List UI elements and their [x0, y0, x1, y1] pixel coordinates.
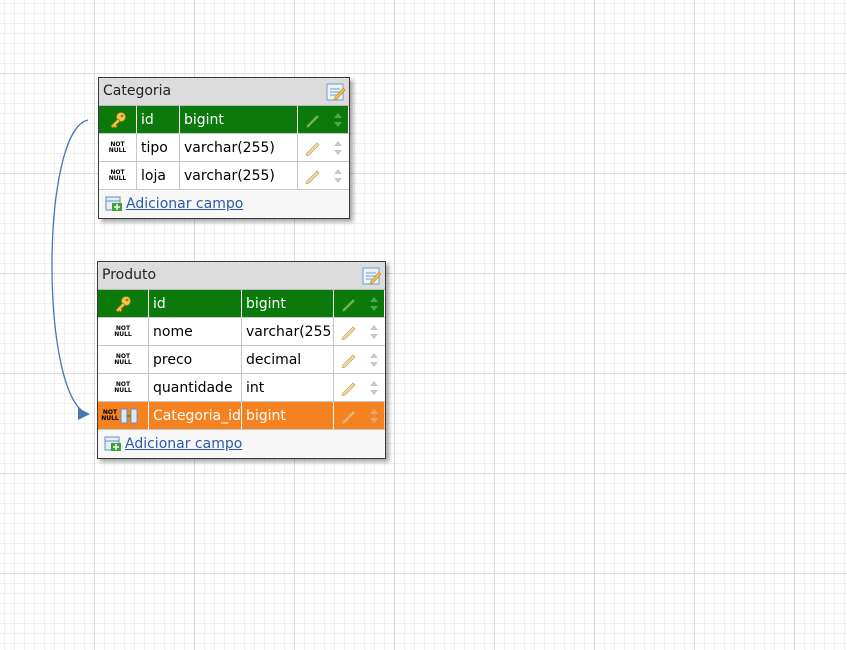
- table-header[interactable]: Produto: [98, 262, 385, 290]
- add-field-link[interactable]: Adicionar campo: [126, 196, 244, 212]
- field-name[interactable]: loja: [137, 162, 180, 189]
- field-name[interactable]: quantidade: [149, 374, 242, 401]
- edit-table-icon[interactable]: [362, 266, 382, 286]
- add-field-link[interactable]: Adicionar campo: [125, 436, 243, 452]
- foreign-key-icon: [120, 408, 138, 423]
- field-actions: [298, 134, 349, 161]
- field-actions: [334, 402, 385, 429]
- not-null-badge: NOT NULL: [108, 168, 127, 182]
- field-name[interactable]: tipo: [137, 134, 180, 161]
- field-badge: NOT NULL: [98, 402, 149, 429]
- field-badge: [98, 290, 149, 317]
- field-badge: NOT NULL: [98, 374, 149, 401]
- table-title: Categoria: [103, 83, 172, 99]
- pencil-icon[interactable]: [340, 324, 358, 340]
- table-header[interactable]: Categoria: [99, 78, 349, 106]
- field-type[interactable]: int: [242, 374, 334, 401]
- field-badge: [99, 106, 137, 133]
- key-icon: [115, 295, 131, 313]
- field-actions: [334, 374, 385, 401]
- field-type[interactable]: varchar(255): [180, 134, 298, 161]
- table-title: Produto: [102, 267, 157, 283]
- up-down-arrows-icon[interactable]: [369, 351, 379, 369]
- pencil-icon[interactable]: [304, 112, 322, 128]
- field-badge: NOT NULL: [98, 346, 149, 373]
- field-actions: [334, 318, 385, 345]
- pencil-icon[interactable]: [340, 408, 358, 424]
- field-badge: NOT NULL: [98, 318, 149, 345]
- not-null-badge: NOT NULL: [114, 324, 132, 338]
- edit-table-icon[interactable]: [326, 82, 346, 102]
- not-null-badge: NOT NULL: [108, 140, 127, 154]
- field-actions: [334, 290, 385, 317]
- up-down-arrows-icon[interactable]: [333, 167, 343, 185]
- pencil-icon[interactable]: [304, 140, 322, 156]
- field-type[interactable]: decimal: [242, 346, 334, 373]
- not-null-badge: NOT NULL: [114, 352, 132, 366]
- up-down-arrows-icon[interactable]: [333, 139, 343, 157]
- field-name[interactable]: nome: [149, 318, 242, 345]
- field-badge: NOT NULL: [99, 134, 137, 161]
- add-field-row[interactable]: Adicionar campo: [99, 190, 349, 218]
- pencil-icon[interactable]: [340, 352, 358, 368]
- pencil-icon[interactable]: [304, 168, 322, 184]
- not-null-badge: NOT NULL: [114, 380, 132, 394]
- up-down-arrows-icon[interactable]: [369, 379, 379, 397]
- key-icon: [109, 111, 126, 129]
- add-field-icon: [104, 436, 121, 451]
- field-type[interactable]: bigint: [242, 290, 334, 317]
- field-type[interactable]: bigint: [180, 106, 298, 133]
- up-down-arrows-icon[interactable]: [333, 111, 343, 129]
- field-badge: NOT NULL: [99, 162, 137, 189]
- pencil-icon[interactable]: [340, 296, 358, 312]
- field-name[interactable]: preco: [149, 346, 242, 373]
- pencil-icon[interactable]: [340, 380, 358, 396]
- field-name[interactable]: id: [149, 290, 242, 317]
- up-down-arrows-icon[interactable]: [369, 407, 379, 425]
- add-field-icon: [105, 196, 122, 211]
- up-down-arrows-icon[interactable]: [369, 295, 379, 313]
- not-null-badge: NOT NULL: [101, 408, 119, 422]
- add-field-row[interactable]: Adicionar campo: [98, 430, 385, 458]
- field-name[interactable]: Categoria_id: [149, 402, 242, 429]
- field-type[interactable]: varchar(255): [180, 162, 298, 189]
- field-actions: [298, 162, 349, 189]
- field-type[interactable]: bigint: [242, 402, 334, 429]
- field-type[interactable]: varchar(255): [242, 318, 334, 345]
- field-actions: [298, 106, 349, 133]
- up-down-arrows-icon[interactable]: [369, 323, 379, 341]
- field-actions: [334, 346, 385, 373]
- field-name[interactable]: id: [137, 106, 180, 133]
